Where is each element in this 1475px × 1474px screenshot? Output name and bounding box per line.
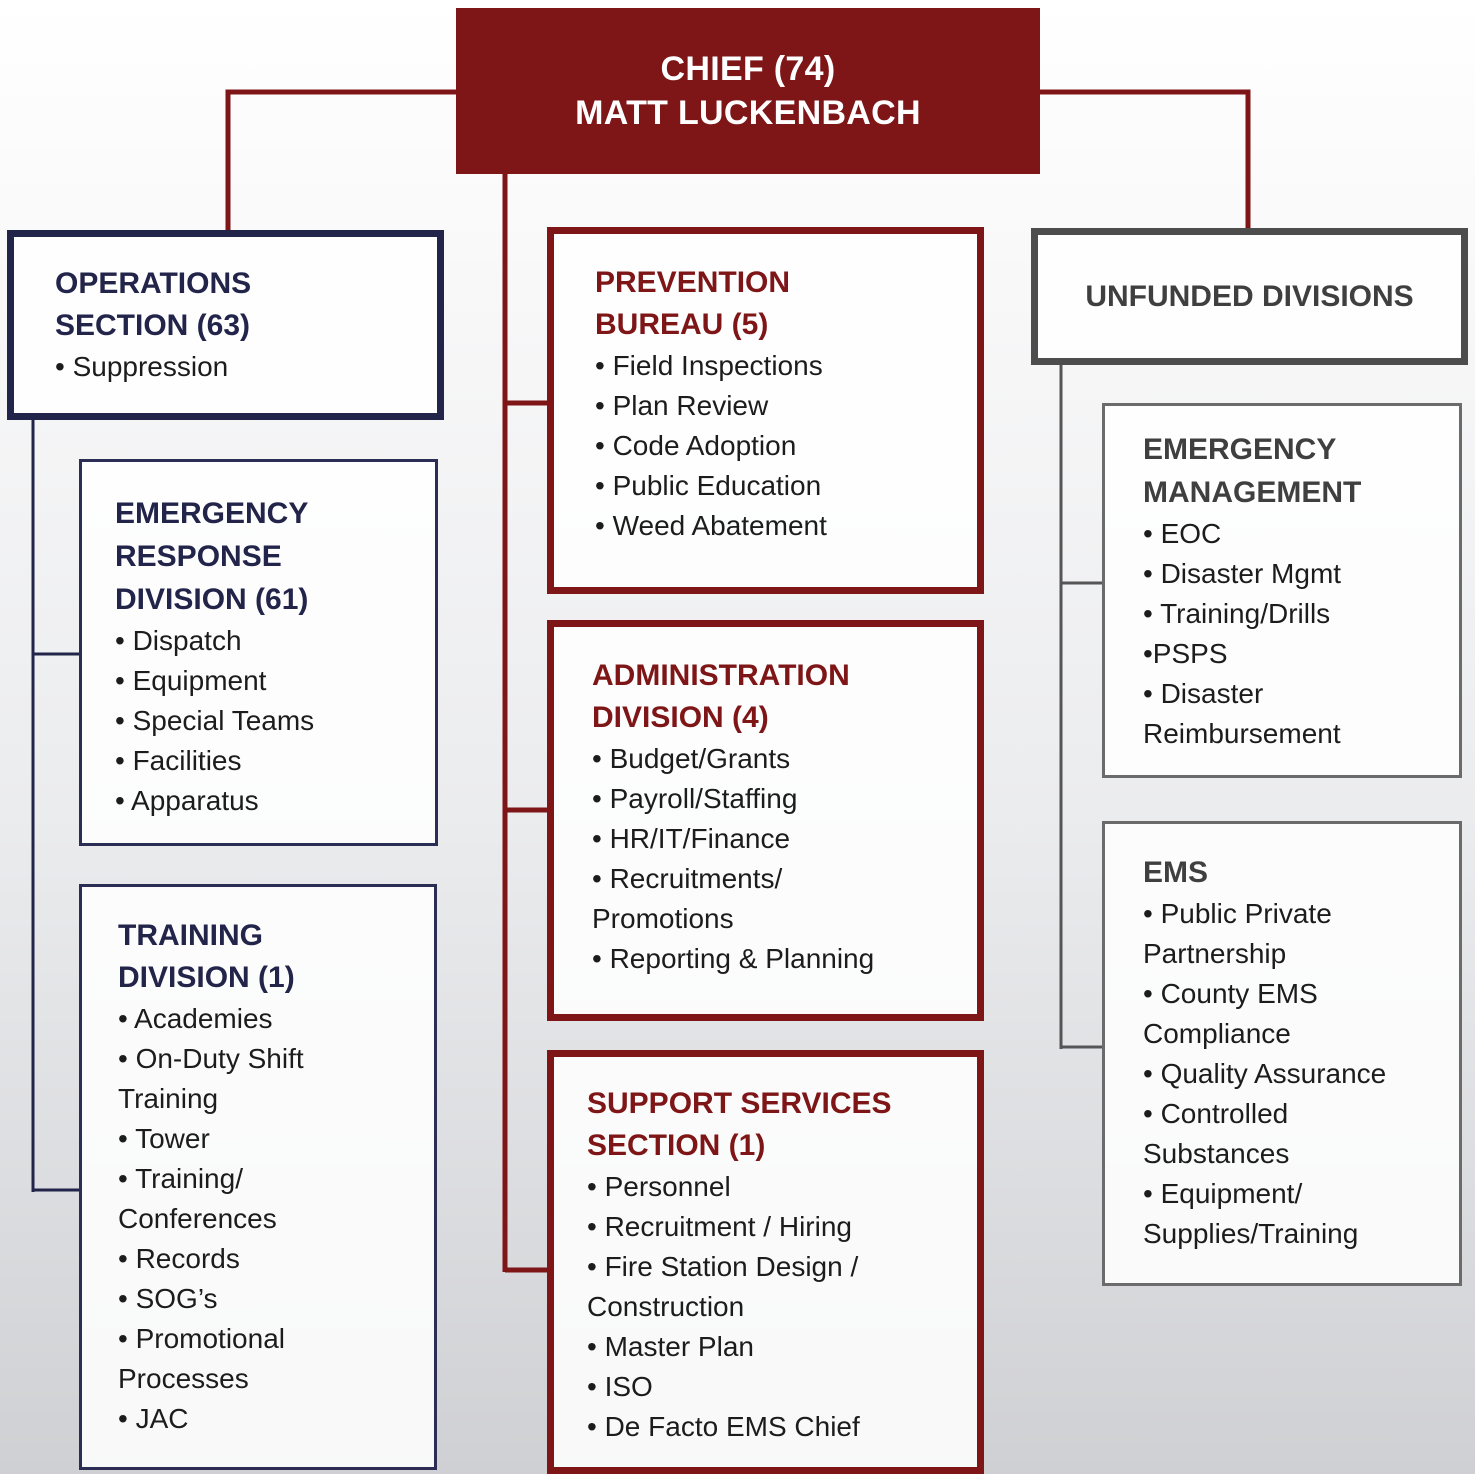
training-division-title: TRAINING DIVISION (1) — [118, 919, 295, 994]
list-item: • Records — [118, 1243, 240, 1274]
list-item: • EOC — [1143, 518, 1222, 549]
list-item: • ISO — [587, 1371, 653, 1402]
list-item: • Disaster Reimbursement — [1143, 678, 1341, 749]
list-item: • Dispatch — [115, 625, 242, 656]
list-item: • Special Teams — [115, 705, 315, 736]
list-item: • Recruitment / Hiring — [587, 1211, 852, 1242]
emergency-management-list: • EOC • Disaster Mgmt • Training/Drills … — [1143, 514, 1459, 754]
list-item: • Equipment — [115, 665, 267, 696]
prevention-bureau-list: • Field Inspections • Plan Review • Code… — [595, 346, 977, 546]
prevention-bureau-box: PREVENTION BUREAU (5) • Field Inspection… — [547, 227, 984, 594]
administration-division-box: ADMINISTRATION DIVISION (4) • Budget/Gra… — [547, 620, 984, 1021]
list-item: • Master Plan — [587, 1331, 754, 1362]
list-item: • Budget/Grants — [592, 743, 791, 774]
emergency-response-division-title: EMERGENCY RESPONSE DIVISION (61) — [115, 497, 309, 616]
emergency-management-title: EMERGENCY MANAGEMENT — [1143, 433, 1362, 509]
chief-name: MATT LUCKENBACH — [575, 94, 921, 132]
list-item: • HR/IT/Finance — [592, 823, 791, 854]
operations-section-list: • Suppression — [55, 347, 437, 387]
list-item: • Academies — [118, 1003, 273, 1034]
list-item: • Weed Abatement — [595, 510, 827, 541]
list-item: • Quality Assurance — [1143, 1058, 1387, 1089]
list-item: • Personnel — [587, 1171, 731, 1202]
chief-title: CHIEF (74) — [660, 50, 836, 88]
unfunded-divisions-box: UNFUNDED DIVISIONS — [1031, 228, 1468, 365]
emergency-management-box: EMERGENCY MANAGEMENT • EOC • Disaster Mg… — [1102, 403, 1462, 778]
ems-box: EMS • Public Private Partnership • Count… — [1102, 821, 1462, 1286]
list-item: • De Facto EMS Chief — [587, 1411, 860, 1442]
list-item: • Equipment/ Supplies/Training — [1143, 1178, 1359, 1249]
operations-section-title: OPERATIONS SECTION (63) — [55, 267, 252, 342]
unfunded-divisions-title: UNFUNDED DIVISIONS — [1085, 279, 1414, 313]
administration-division-list: • Budget/Grants • Payroll/Staffing • HR/… — [592, 739, 977, 979]
list-item: • County EMS Compliance — [1143, 978, 1318, 1049]
connector-chief-unfunded — [1040, 89, 1251, 230]
list-item: • Field Inspections — [595, 350, 823, 381]
list-item: • Fire Station Design / Construction — [587, 1251, 859, 1322]
connector-chief-operations — [225, 89, 456, 232]
operations-section-box: OPERATIONS SECTION (63) • Suppression — [7, 230, 444, 420]
administration-division-title: ADMINISTRATION DIVISION (4) — [592, 659, 850, 734]
list-item: • SOG’s — [118, 1283, 218, 1314]
training-division-list: • Academies • On-Duty Shift Training • T… — [118, 999, 434, 1439]
ems-title: EMS — [1143, 856, 1209, 889]
list-item: • Training/Drills — [1143, 598, 1331, 629]
list-item: • Reporting & Planning — [592, 943, 875, 974]
list-item: • Apparatus — [115, 785, 259, 816]
list-item: • Training/ Conferences — [118, 1163, 277, 1234]
list-item: • Plan Review — [595, 390, 769, 421]
list-item: •PSPS — [1143, 638, 1228, 669]
list-item: • JAC — [118, 1403, 189, 1434]
support-services-section-title: SUPPORT SERVICES SECTION (1) — [587, 1087, 892, 1162]
list-item: • Public Education — [595, 470, 822, 501]
support-services-section-list: • Personnel • Recruitment / Hiring • Fir… — [587, 1167, 977, 1447]
emergency-response-division-box: EMERGENCY RESPONSE DIVISION (61) • Dispa… — [79, 459, 438, 846]
list-item: • Suppression — [55, 351, 229, 382]
ems-list: • Public Private Partnership • County EM… — [1143, 894, 1459, 1254]
training-division-box: TRAINING DIVISION (1) • Academies • On-D… — [79, 884, 437, 1470]
list-item: • Promotional Processes — [118, 1323, 285, 1394]
chief-box: CHIEF (74) MATT LUCKENBACH — [456, 8, 1040, 174]
list-item: • Public Private Partnership — [1143, 898, 1332, 969]
list-item: • Tower — [118, 1123, 210, 1154]
list-item: • Facilities — [115, 745, 242, 776]
prevention-bureau-title: PREVENTION BUREAU (5) — [595, 266, 791, 341]
list-item: • Disaster Mgmt — [1143, 558, 1342, 589]
emergency-response-division-list: • Dispatch • Equipment • Special Teams •… — [115, 621, 435, 821]
list-item: • Code Adoption — [595, 430, 797, 461]
list-item: • Payroll/Staffing — [592, 783, 798, 814]
list-item: • Recruitments/ Promotions — [592, 863, 783, 934]
support-services-section-box: SUPPORT SERVICES SECTION (1) • Personnel… — [547, 1050, 984, 1474]
list-item: • On-Duty Shift Training — [118, 1043, 304, 1114]
list-item: • Controlled Substances — [1143, 1098, 1290, 1169]
